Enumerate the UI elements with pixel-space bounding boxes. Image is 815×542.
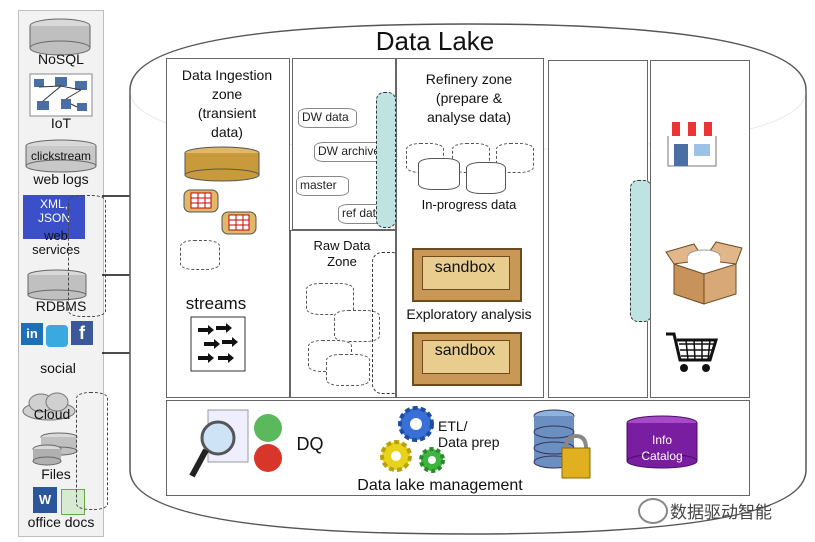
- info-catalog-cylinder: [626, 415, 698, 469]
- ingestion-table-cylinder-2: [221, 211, 257, 235]
- trusted-dashed-outline: [376, 92, 396, 228]
- marketplace-label: Data marketplace: [660, 75, 738, 109]
- refined-cylinder-6: [572, 284, 608, 312]
- refinery-cylinder-4: [418, 158, 460, 190]
- sandbox-label-1: sandbox: [434, 259, 496, 276]
- iot-label: IoT: [50, 115, 72, 131]
- market-cylinder-2: [696, 188, 730, 212]
- trusted-zone-label: Trusted Data Zone: [310, 66, 376, 99]
- etl-label: ETL/ Data prep: [438, 418, 500, 450]
- store-icon: [664, 122, 720, 167]
- iot-network-icon: [29, 73, 93, 117]
- refined-cylinder-2: [598, 196, 632, 222]
- secure-database-icon: [533, 409, 591, 479]
- office-docs-label: office docs: [27, 514, 95, 530]
- page-title: Data Lake: [375, 26, 495, 56]
- cloud-label: Cloud: [33, 406, 71, 422]
- thumbs-up-icon: [254, 414, 282, 442]
- sandbox-label-2: sandbox: [434, 342, 496, 359]
- ingestion-gold-cylinder: [184, 146, 260, 182]
- web-logs-label: web logs: [33, 171, 89, 187]
- raw-cylinder-1: [306, 283, 354, 315]
- refined-cylinder-3: [568, 216, 604, 244]
- marketplace-zone: [650, 60, 750, 398]
- files-label: Files: [41, 466, 71, 482]
- shopping-cart-icon: [666, 332, 719, 372]
- market-cylinder-3: [666, 206, 700, 230]
- refined-dashed-outline: [630, 180, 652, 322]
- refinery-zone-label: Refinery zone (prepare & analyse data): [425, 71, 513, 125]
- thumbs-down-icon: [254, 444, 282, 472]
- dw-data-cylinder: DW data: [298, 108, 357, 128]
- facebook-icon: f: [71, 321, 93, 345]
- ingestion-table-cylinder-1: [183, 189, 219, 213]
- exploratory-label: Exploratory analysis: [406, 306, 532, 322]
- gears-icon: [380, 406, 445, 473]
- in-progress-label: In-progress data: [421, 197, 517, 212]
- source-group-outline-1: [68, 195, 106, 317]
- twitter-icon: [46, 325, 68, 347]
- refinery-cylinder-5: [466, 162, 506, 194]
- rdbms-cylinder-icon: [27, 269, 87, 301]
- clickstream-label: clickstream: [30, 149, 91, 163]
- ingestion-transient-cylinder: [180, 240, 220, 270]
- wechat-logo-icon: [638, 498, 668, 524]
- clickstream-cylinder-icon: [25, 139, 97, 173]
- raw-cylinder-4: [326, 354, 370, 386]
- cloud-icon: [22, 392, 76, 421]
- dq-label: DQ: [296, 434, 324, 454]
- files-icon: [32, 432, 78, 466]
- info-catalog-label: Info Catalog: [641, 433, 683, 463]
- dw-archive-cylinder: DW archive: [314, 142, 389, 162]
- box-icon: [665, 241, 743, 305]
- master-cylinder: master: [296, 176, 349, 196]
- source-group-outline-2: [76, 392, 108, 510]
- sandbox-inner-1: [422, 256, 510, 290]
- web-services-label: web services: [32, 228, 80, 257]
- streams-icon: [190, 316, 246, 372]
- linkedin-icon: in: [21, 323, 43, 345]
- data-sources-panel: NoSQL IoT clickstream web logs XML, JSON…: [18, 10, 104, 537]
- nosql-cylinder-icon: [29, 18, 91, 56]
- social-label: social: [40, 360, 76, 376]
- word-doc-icon: W: [33, 487, 57, 513]
- streams-label: streams: [185, 294, 247, 313]
- sandbox-inner-2: [422, 340, 510, 374]
- magnifier-icon: [189, 409, 249, 478]
- watermark-text: 数据驱动智能: [670, 503, 772, 522]
- management-title: Data lake management: [357, 477, 523, 494]
- xml-json-label: XML, JSON: [37, 197, 70, 225]
- nosql-label: NoSQL: [38, 51, 84, 67]
- ingestion-zone-label: Data Ingestion zone (transient data): [181, 67, 273, 140]
- raw-zone-label: Raw Data Zone: [313, 238, 371, 269]
- refined-zone-label: Refined data & Insights zone: [572, 69, 622, 142]
